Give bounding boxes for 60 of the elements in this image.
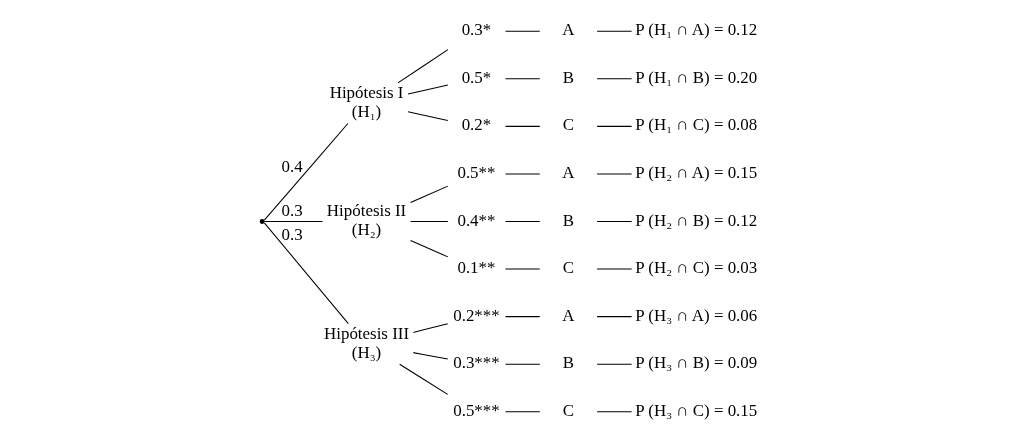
connector	[412, 352, 448, 360]
node-text: Hipótesis III (H₃)	[323, 323, 409, 362]
connector	[263, 222, 349, 325]
connector	[398, 363, 448, 395]
node-text: P (H₁ ∩ A) = 0.12	[634, 20, 757, 40]
connector	[596, 125, 632, 127]
node-text: 0.1**	[456, 258, 495, 278]
node-text: 0.3*	[461, 20, 491, 40]
node-text: A	[561, 162, 575, 182]
connector	[504, 78, 540, 80]
node-text: P (H₁ ∩ B) = 0.20	[634, 67, 757, 87]
node-text: Hipótesis I (H₁)	[329, 82, 403, 121]
connector	[409, 220, 448, 223]
connector	[504, 411, 540, 413]
connector	[263, 122, 348, 221]
connector	[407, 84, 448, 95]
node-text: P (H₂ ∩ B) = 0.12	[634, 210, 757, 230]
node-text: 0.4**	[456, 210, 495, 230]
node-text: 0.3***	[452, 353, 500, 373]
node-text: P (H₃ ∩ B) = 0.09	[634, 353, 757, 373]
node-text: P (H₂ ∩ C) = 0.03	[634, 258, 757, 278]
node-text: P (H₁ ∩ C) = 0.08	[634, 115, 757, 135]
connector	[596, 316, 632, 318]
connector	[596, 363, 632, 365]
node-text: 0.5**	[456, 162, 495, 182]
connector	[263, 220, 323, 223]
node-text: C	[562, 115, 574, 135]
node-text: 0.2***	[452, 305, 500, 325]
connector	[407, 111, 448, 121]
node-text: P (H₃ ∩ C) = 0.15	[634, 400, 757, 420]
connector	[596, 411, 632, 413]
connector	[409, 185, 448, 204]
connector	[596, 78, 632, 80]
node-text: 0.5*	[461, 67, 491, 87]
node-text: A	[561, 305, 575, 325]
edge-label: 0.4	[280, 156, 303, 176]
node-text: P (H₂ ∩ A) = 0.15	[634, 162, 757, 182]
connector	[409, 239, 448, 258]
node-text: 0.5***	[452, 400, 500, 420]
node-point	[259, 219, 265, 224]
connector	[504, 30, 540, 32]
connector	[504, 363, 540, 365]
connector	[504, 220, 540, 223]
connector	[396, 49, 448, 84]
node-text: B	[562, 67, 574, 87]
edge-label: 0.3	[280, 225, 303, 245]
connector	[504, 316, 540, 318]
connector	[596, 30, 632, 32]
node-text: B	[562, 210, 574, 230]
connector	[412, 323, 448, 333]
node-text: 0.2*	[461, 115, 491, 135]
node-text: C	[562, 400, 574, 420]
connector	[596, 220, 632, 223]
edge-label: 0.3	[280, 201, 303, 220]
node-text: P (H₃ ∩ A) = 0.06	[634, 305, 757, 325]
connector	[504, 125, 540, 127]
node-text: B	[562, 353, 574, 373]
node-text: C	[562, 258, 574, 278]
node-text: Hipótesis II (H₂)	[326, 201, 406, 240]
node-text: A	[561, 20, 575, 40]
